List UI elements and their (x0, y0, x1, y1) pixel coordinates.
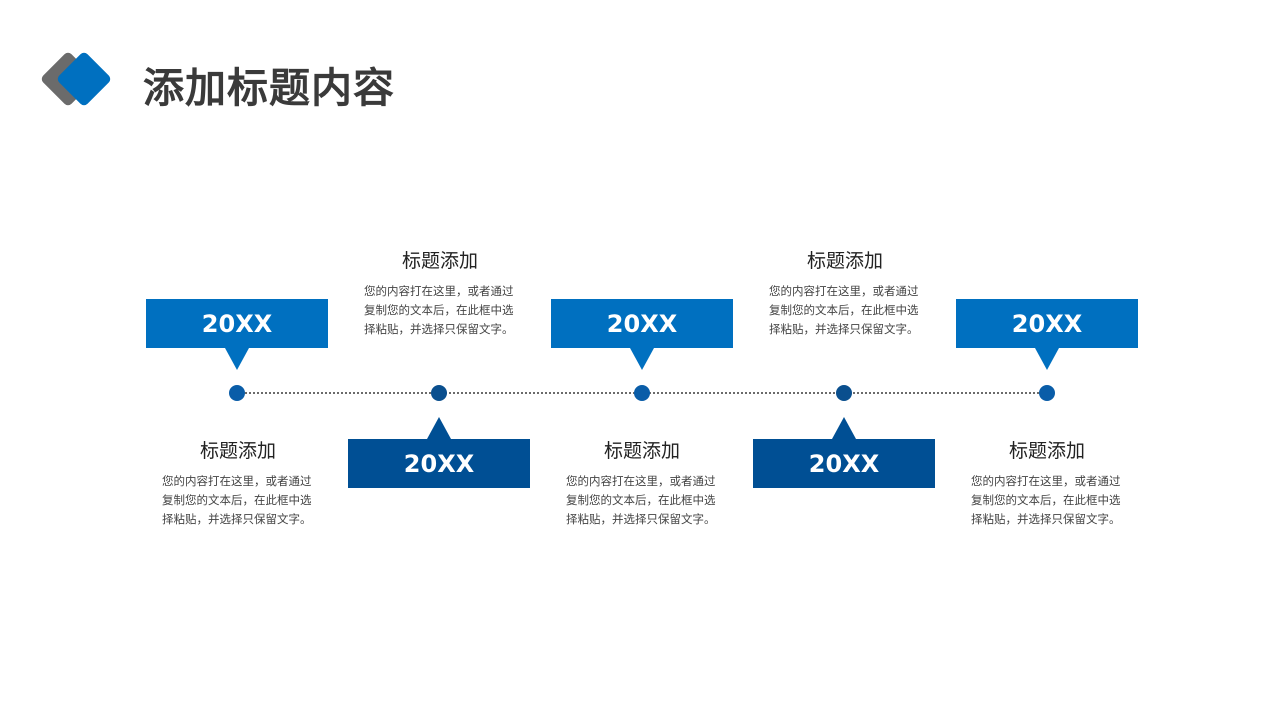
pointer-arrow-up-icon (832, 417, 856, 439)
pointer-arrow-down-icon (1035, 348, 1059, 370)
block-title: 标题添加 (1008, 440, 1085, 462)
year-box-4: 20XX (753, 417, 935, 488)
timeline-text-block-3: 标题添加 您的内容打在这里，或者通过复制您的文本后，在此框中选择粘贴，并选择只保… (562, 436, 722, 529)
block-body: 您的内容打在这里，或者通过复制您的文本后，在此框中选择粘贴，并选择只保留文字。 (364, 284, 514, 336)
timeline-text-block-1: 标题添加 您的内容打在这里，或者通过复制您的文本后，在此框中选择粘贴，并选择只保… (158, 436, 318, 529)
block-body: 您的内容打在这里，或者通过复制您的文本后，在此框中选择粘贴，并选择只保留文字。 (162, 474, 312, 526)
logo-icon (0, 0, 130, 130)
year-box-1: 20XX (146, 299, 328, 370)
timeline-dot (634, 385, 650, 401)
year-label: 20XX (201, 309, 273, 338)
timeline-text-block-5: 标题添加 您的内容打在这里，或者通过复制您的文本后，在此框中选择粘贴，并选择只保… (967, 436, 1127, 529)
pointer-arrow-down-icon (630, 348, 654, 370)
timeline-dot (229, 385, 245, 401)
year-label: 20XX (808, 449, 880, 478)
timeline-dot (431, 385, 447, 401)
year-box-3: 20XX (551, 299, 733, 370)
year-label: 20XX (606, 309, 678, 338)
year-label: 20XX (1011, 309, 1083, 338)
block-body: 您的内容打在这里，或者通过复制您的文本后，在此框中选择粘贴，并选择只保留文字。 (566, 474, 716, 526)
block-title: 标题添加 (199, 440, 276, 462)
year-box-2: 20XX (348, 417, 530, 488)
page-title: 添加标题内容 (143, 64, 395, 112)
block-title: 标题添加 (603, 440, 680, 462)
timeline-dot (836, 385, 852, 401)
block-body: 您的内容打在这里，或者通过复制您的文本后，在此框中选择粘贴，并选择只保留文字。 (769, 284, 919, 336)
timeline-dot (1039, 385, 1055, 401)
block-body: 您的内容打在这里，或者通过复制您的文本后，在此框中选择粘贴，并选择只保留文字。 (971, 474, 1121, 526)
year-box-5: 20XX (956, 299, 1138, 370)
block-title: 标题添加 (401, 250, 478, 272)
timeline-text-block-4: 标题添加 您的内容打在这里，或者通过复制您的文本后，在此框中选择粘贴，并选择只保… (765, 246, 925, 339)
pointer-arrow-down-icon (225, 348, 249, 370)
year-label: 20XX (403, 449, 475, 478)
block-title: 标题添加 (806, 250, 883, 272)
timeline-text-block-2: 标题添加 您的内容打在这里，或者通过复制您的文本后，在此框中选择粘贴，并选择只保… (360, 246, 520, 339)
pointer-arrow-up-icon (427, 417, 451, 439)
